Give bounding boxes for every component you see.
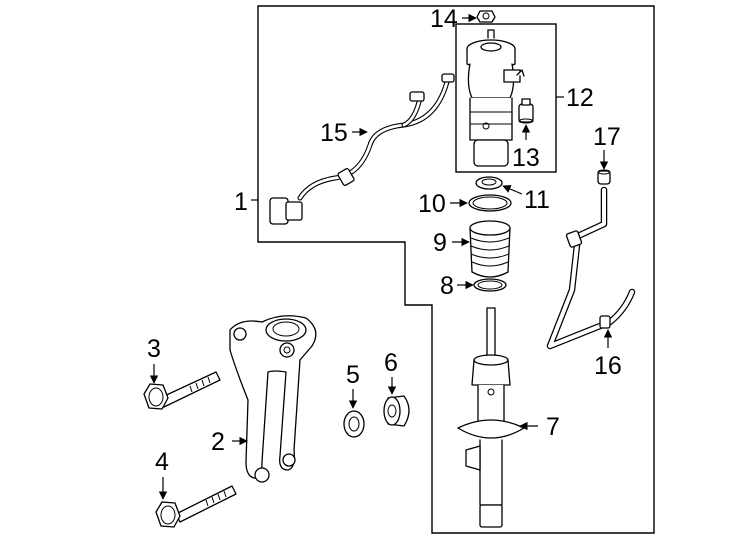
callout-8: 8 [440, 272, 454, 300]
callout-15: 15 [320, 119, 348, 147]
air-line-tube [546, 186, 636, 350]
callout-14: 14 [430, 5, 458, 33]
wiring-harness [269, 73, 455, 225]
solenoid-valve [518, 98, 534, 124]
callout-12: 12 [566, 84, 594, 112]
top-nut [476, 10, 496, 23]
callout-11: 11 [524, 186, 550, 214]
callout-7: 7 [546, 413, 560, 441]
upper-bolt [143, 371, 221, 410]
callout-13: 13 [512, 144, 540, 172]
flange-nut [383, 395, 410, 427]
washer [343, 410, 365, 438]
callout-2: 2 [211, 428, 225, 456]
leader-lines [149, 13, 613, 500]
air-spring-top-assembly [466, 29, 525, 167]
suspension-fork [229, 315, 317, 483]
lower-bolt [155, 485, 237, 528]
callout-1: 1 [234, 188, 248, 216]
line-cap [597, 169, 611, 185]
top-mount-frame [455, 23, 557, 173]
callout-17: 17 [593, 123, 621, 151]
callout-10: 10 [418, 190, 446, 218]
callout-3: 3 [147, 335, 161, 363]
dust-boot-bellows [469, 220, 511, 278]
assembly-frame [257, 5, 655, 534]
callout-4: 4 [155, 448, 169, 476]
shock-absorber-strut [457, 307, 525, 528]
callout-16: 16 [594, 352, 622, 380]
lower-o-ring [473, 278, 507, 292]
callout-labels: 1 2 3 4 5 6 7 8 9 10 11 12 13 14 15 16 1… [147, 5, 622, 476]
callout-9: 9 [433, 229, 447, 257]
seal-ring [468, 194, 512, 212]
callout-6: 6 [384, 349, 398, 377]
upper-ring [475, 176, 503, 190]
callout-5: 5 [346, 361, 360, 389]
